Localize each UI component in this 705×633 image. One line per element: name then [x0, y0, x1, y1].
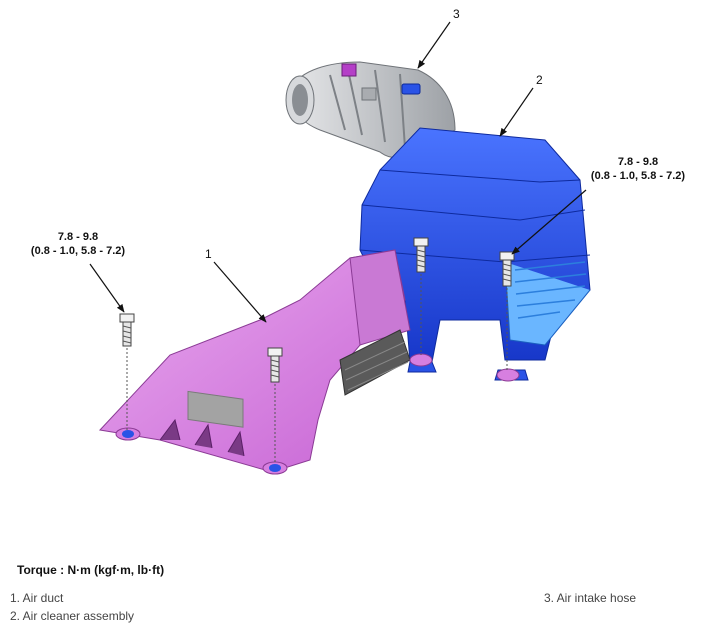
leader-2 [499, 87, 534, 137]
bolt-left [119, 313, 135, 430]
legend-item-3: 3. Air intake hose [544, 591, 637, 605]
bolt-center [267, 347, 283, 462]
part-number-1: 1 [205, 247, 212, 261]
part-number-2: 2 [536, 73, 543, 87]
torque-callout-left: 7.8 - 9.8 (0.8 - 1.0, 5.8 - 7.2) [18, 230, 138, 258]
legend-item-2: 2. Air cleaner assembly [10, 609, 135, 623]
leader-3 [417, 21, 451, 69]
air-duct [98, 249, 520, 475]
leader-1 [213, 261, 267, 323]
legend-item-1: 1. Air duct [10, 591, 64, 605]
leader-torque-left [89, 263, 125, 313]
torque-value: 7.8 - 9.8 [617, 156, 659, 168]
bolt-cleaner-right [499, 251, 515, 370]
exploded-diagram [89, 21, 591, 475]
torque-range: (0.8 - 1.0, 5.8 - 7.2) [30, 245, 126, 257]
torque-unit-label: Torque : N·m (kgf·m, lb·ft) [17, 563, 165, 577]
part-number-3: 3 [453, 7, 460, 21]
bolt-cleaner-left [413, 237, 429, 355]
torque-range: (0.8 - 1.0, 5.8 - 7.2) [590, 170, 686, 182]
torque-value: 7.8 - 9.8 [57, 231, 99, 243]
torque-callout-right: 7.8 - 9.8 (0.8 - 1.0, 5.8 - 7.2) [578, 155, 698, 183]
leader-torque-right [511, 189, 587, 255]
